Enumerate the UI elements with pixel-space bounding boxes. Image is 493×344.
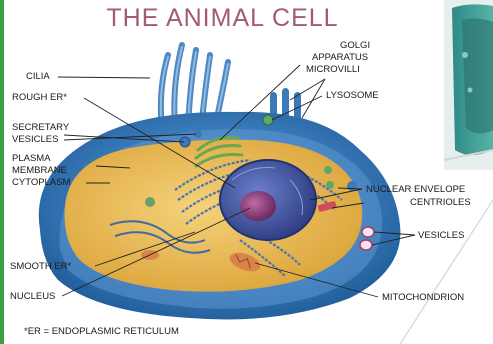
label-nucleus: NUCLEUS xyxy=(10,291,55,302)
label-plasma-membrane-line2: MEMBRANE xyxy=(12,165,67,176)
label-rough-er: ROUGH ER* xyxy=(12,92,67,103)
cytoplasm-region xyxy=(65,140,363,292)
label-lysosome: LYSOSOME xyxy=(326,90,379,101)
label-vesicles: VESICLES xyxy=(418,230,464,241)
left-frame-bar xyxy=(0,0,4,344)
label-centrioles: CENTRIOLES xyxy=(410,197,471,208)
nucleolus xyxy=(240,191,276,221)
label-microvilli: MICROVILLI xyxy=(306,64,360,75)
page-title: THE ANIMAL CELL xyxy=(0,4,493,33)
label-golgi-line1: GOLGI xyxy=(340,40,370,51)
label-secretary-vesicles-line2: VESICLES xyxy=(12,134,58,145)
label-plasma-membrane-line1: PLASMA xyxy=(12,153,51,164)
label-mitochondrion: MITOCHONDRION xyxy=(382,292,464,303)
label-golgi-line2: APPARATUS xyxy=(312,52,368,63)
label-cytoplasm: CYTOPLASM xyxy=(12,177,70,188)
label-cilia: CILIA xyxy=(26,71,50,82)
label-secretary-vesicles-line1: SECRETARY xyxy=(12,122,69,133)
footnote: *ER = ENDOPLASMIC RETICULUM xyxy=(24,326,179,337)
label-smooth-er: SMOOTH ER* xyxy=(10,261,71,272)
label-nuclear-envelope: NUCLEAR ENVELOPE xyxy=(366,184,465,195)
